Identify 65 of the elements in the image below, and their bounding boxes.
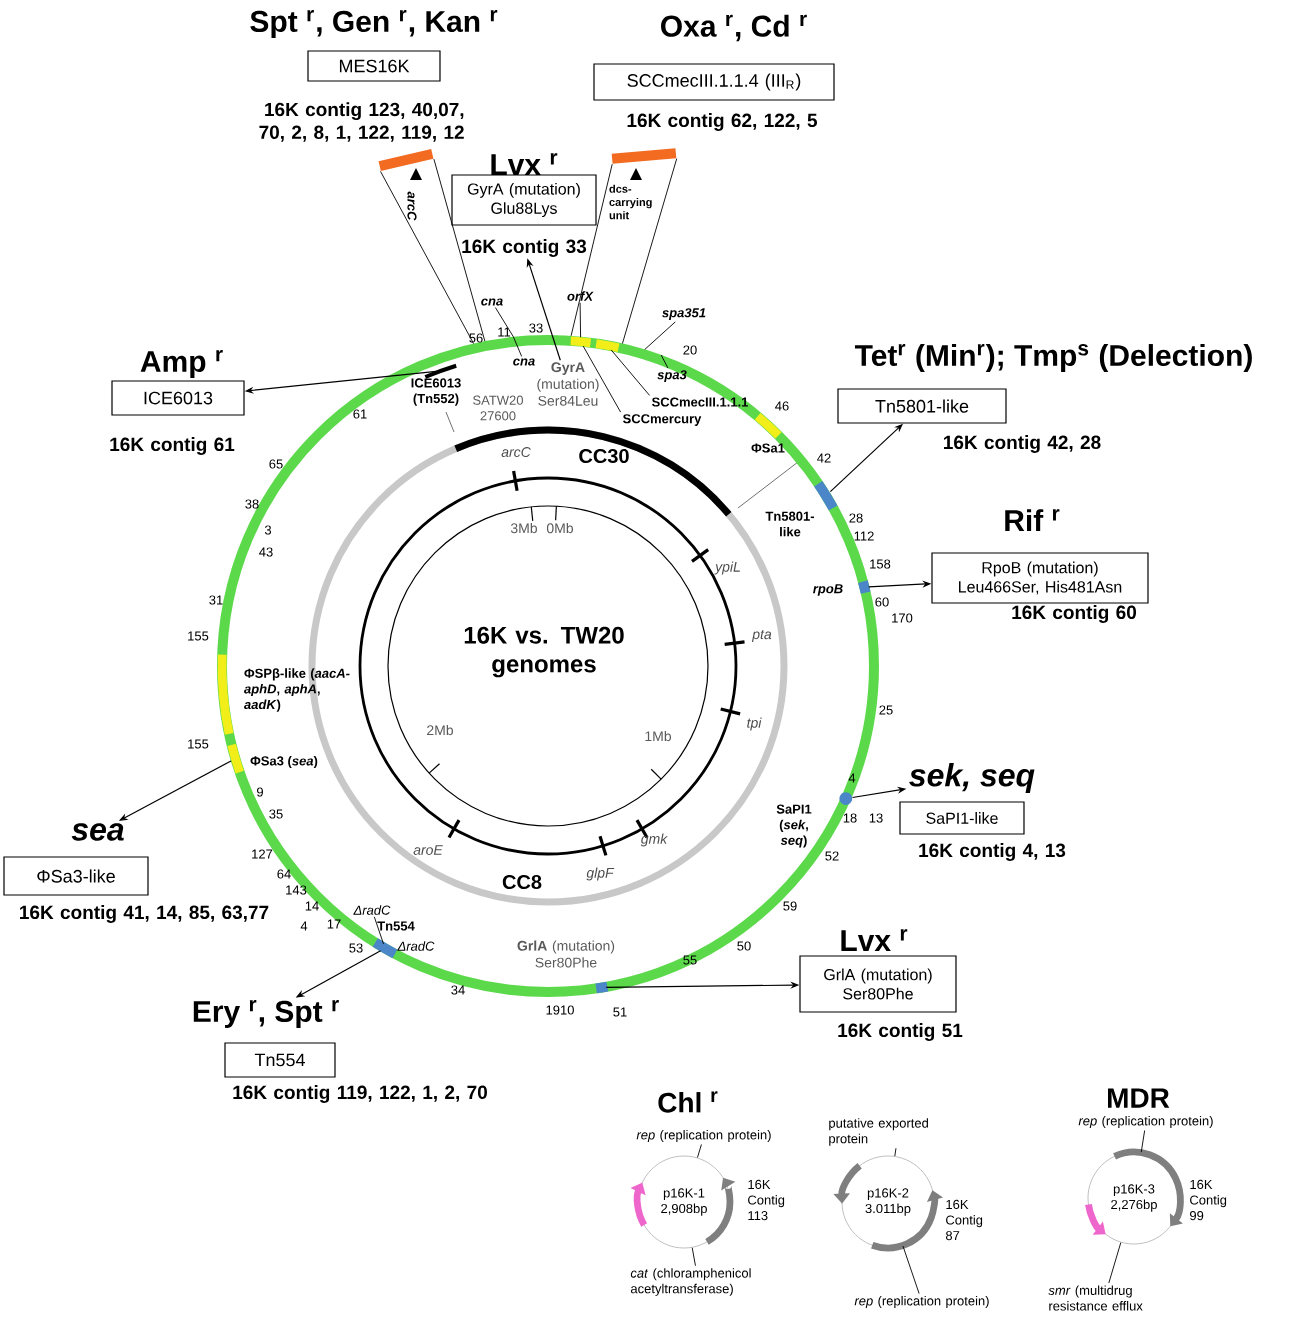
element-box: ΦSa3-like: [3, 856, 149, 896]
ring-segment: [814, 480, 838, 511]
element-box: MES16K: [307, 50, 441, 82]
resistance-heading: Spt $^{r}$, Gen $^{r}$, Kan $^{r}$: [250, 10, 498, 38]
resistance-heading: sek, seq: [909, 763, 1035, 793]
ring-segment: [372, 938, 398, 959]
ring-segment: [424, 363, 457, 379]
zoom-line: [570, 163, 613, 337]
zoom-line: [433, 158, 486, 342]
zoom-line: [582, 345, 622, 413]
element-box: GrlA (mutation) Ser80Phe: [799, 955, 957, 1013]
element-box: ICE6013: [111, 380, 245, 416]
contig-label: 16K contig 41, 14, 85, 63,77: [20, 905, 269, 923]
clonal-complex-label: CC30: [579, 448, 629, 464]
ring-segment: [570, 336, 592, 348]
contig-label: 16K contig 51: [838, 1023, 963, 1041]
ring-segment: [754, 412, 782, 439]
zoom-line: [622, 158, 678, 344]
resistance-heading: Oxa $^{r}$, Cd $^{r}$: [661, 14, 807, 42]
leader-line: [373, 916, 384, 945]
clonal-complex-label: CC8: [502, 874, 542, 890]
element-box: SaPI1-like: [899, 801, 1025, 835]
ring-segment: [227, 743, 244, 774]
resistance-heading: Lvx $^{r}$: [841, 929, 908, 951]
leader-line: [1108, 1242, 1122, 1284]
leader-line: [691, 1247, 696, 1267]
contig-label: 16K contig 33: [462, 239, 587, 257]
ring-segment: [217, 654, 234, 735]
resistance-heading: Rif $^{r}$: [1005, 509, 1060, 531]
resistance-heading: Tet$^{r}$ (Min$^{r}$); Tmp$^{s}$ (Delection): [854, 344, 1252, 372]
ring-segment: [858, 580, 871, 594]
contig-label: 16K contig 4, 13: [919, 843, 1066, 861]
ring-segment: [595, 981, 609, 994]
resistance-heading: MDR: [1108, 1088, 1170, 1108]
insert-bar: [378, 149, 434, 171]
leader-line: [644, 321, 676, 350]
contig-label: 16K contig 42, 28: [944, 435, 1101, 453]
leader-line: [894, 1147, 897, 1157]
leader-line: [579, 302, 582, 338]
leader-line: [697, 1144, 702, 1158]
insert-bar: [611, 148, 677, 164]
leader-line: [1140, 1130, 1146, 1153]
contig-label: 16K contig 119, 122, 1, 2, 70: [233, 1085, 487, 1103]
zoom-line: [380, 171, 474, 344]
ring-segment: [595, 339, 620, 353]
resistance-heading: Chl $^{r}$: [658, 1091, 718, 1113]
leader-line: [660, 354, 669, 369]
element-box: Tn554: [224, 1042, 336, 1078]
leader-line: [902, 1245, 920, 1294]
resistance-heading: Lvx $^{r}$: [491, 153, 558, 175]
element-box: RpoB (mutation) Leu466Ser, His481Asn: [931, 552, 1149, 604]
contig-label: 16K contig 123, 40,07, 70, 2, 8, 1, 122, 119, 12: [259, 102, 464, 142]
resistance-heading: sea: [71, 823, 124, 841]
leader-line: [512, 336, 523, 357]
element-box: Tn5801-like: [837, 388, 1007, 424]
leader-line: [494, 307, 514, 338]
element-box: SCCmecIII.1.1.4 (III$_{R}$): [593, 63, 835, 101]
contig-label: 16K contig 61: [110, 437, 235, 455]
resistance-heading: Ery $^{r}$, Spt $^{r}$: [193, 1000, 339, 1028]
resistance-heading: Amp $^{r}$: [140, 350, 223, 378]
genome-title: 16K vs. TW20 genomes: [464, 626, 624, 678]
contig-label: 16K contig 60: [1012, 605, 1136, 623]
element-box: GyrA (mutation) Glu88Lys: [451, 174, 597, 226]
contig-label: 16K contig 62, 122, 5: [627, 113, 817, 131]
zoom-line: [610, 349, 651, 396]
